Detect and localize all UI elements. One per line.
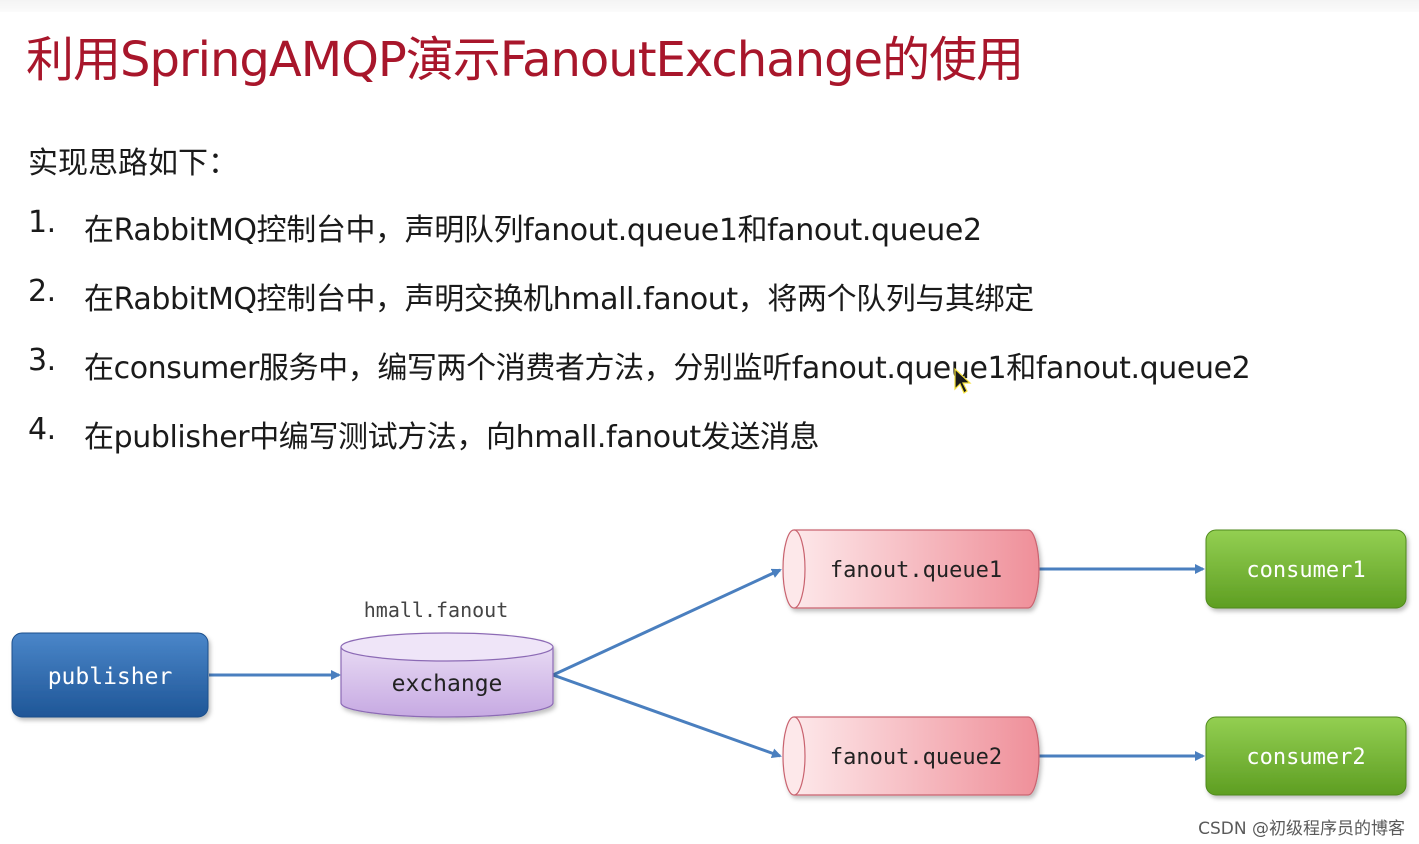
- step-number: 3.: [28, 343, 56, 378]
- consumer2-node: [1205, 716, 1407, 796]
- step-text: 在consumer服务中，编写两个消费者方法，分别监听fanout.queue1…: [84, 351, 1251, 386]
- queue1-label: fanout.queue1: [830, 558, 1002, 583]
- arrow-exchange-queue2: [552, 673, 782, 759]
- step-text: 在RabbitMQ控制台中，声明交换机hmall.fanout，将两个队列与其绑…: [84, 282, 1034, 317]
- step-number: 2.: [28, 274, 56, 309]
- csdn-watermark: CSDN @初级程序员的博客: [1198, 819, 1405, 839]
- consumer1-label: consumer1: [1246, 558, 1365, 583]
- intro-text: 实现思路如下：: [28, 146, 238, 181]
- exchange-name-label: hmall.fanout: [364, 598, 509, 622]
- publisher-label: publisher: [48, 664, 173, 690]
- consumer1-node: [1205, 529, 1407, 609]
- arrow-exchange-queue1: [552, 568, 782, 677]
- step-number: 1.: [28, 205, 56, 240]
- queue2-node: [782, 716, 1040, 796]
- mouse-cursor-icon: [954, 367, 972, 394]
- publisher-node: [11, 632, 209, 718]
- slide-title: 利用SpringAMQP演示FanoutExchange的使用: [26, 32, 1024, 88]
- queue1-node: [782, 529, 1040, 609]
- window-top-bar: [0, 0, 1419, 12]
- exchange-label: exchange: [392, 671, 503, 697]
- step-number: 4.: [28, 412, 56, 447]
- step-text: 在RabbitMQ控制台中，声明队列fanout.queue1和fanout.q…: [84, 213, 982, 248]
- consumer2-label: consumer2: [1246, 745, 1365, 770]
- step-text: 在publisher中编写测试方法，向hmall.fanout发送消息: [84, 420, 820, 455]
- queue2-label: fanout.queue2: [830, 745, 1002, 770]
- exchange-node: [340, 632, 554, 718]
